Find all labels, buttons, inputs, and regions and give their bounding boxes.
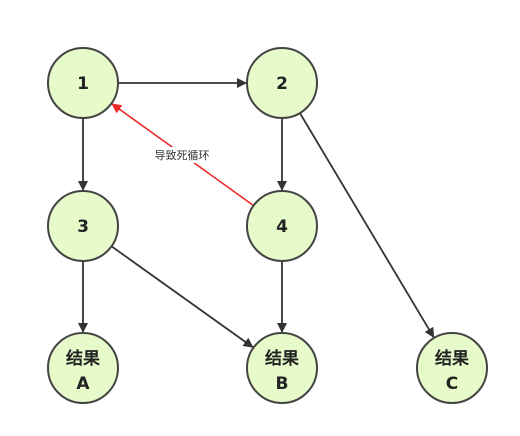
- node-4[interactable]: 4: [246, 190, 318, 262]
- node-4-circle: [246, 190, 318, 262]
- node-2-label: 2: [276, 74, 288, 94]
- node-3-circle: [47, 190, 119, 262]
- node-1-label: 1: [77, 74, 89, 94]
- result-c-letter: C: [446, 374, 458, 394]
- edge-n3-to-result_b: [110, 245, 254, 348]
- node-3-label: 3: [77, 217, 89, 237]
- node-2[interactable]: 2: [246, 47, 318, 119]
- node-1[interactable]: 1: [47, 47, 119, 119]
- result-b-node[interactable]: 结果 B: [246, 332, 318, 404]
- node-3[interactable]: 3: [47, 190, 119, 262]
- result-b-circle: [246, 332, 318, 404]
- result-a-node[interactable]: 结果 A: [47, 332, 119, 404]
- edge-n2-to-result_c: [299, 112, 435, 338]
- result-c-node[interactable]: 结果 C: [416, 332, 488, 404]
- result-c-circle: [416, 332, 488, 404]
- result-b-title: 结果: [265, 348, 299, 369]
- result-b-letter: B: [276, 374, 289, 394]
- result-a-title: 结果: [66, 348, 100, 369]
- node-1-circle: [47, 47, 119, 119]
- loop-edge-label: 导致死循环: [155, 148, 210, 162]
- node-2-circle: [246, 47, 318, 119]
- result-c-title: 结果: [435, 348, 469, 369]
- loop-label-background: [146, 147, 218, 163]
- result-a-circle: [47, 332, 119, 404]
- node-4-label: 4: [276, 217, 288, 237]
- result-a-letter: A: [76, 374, 90, 394]
